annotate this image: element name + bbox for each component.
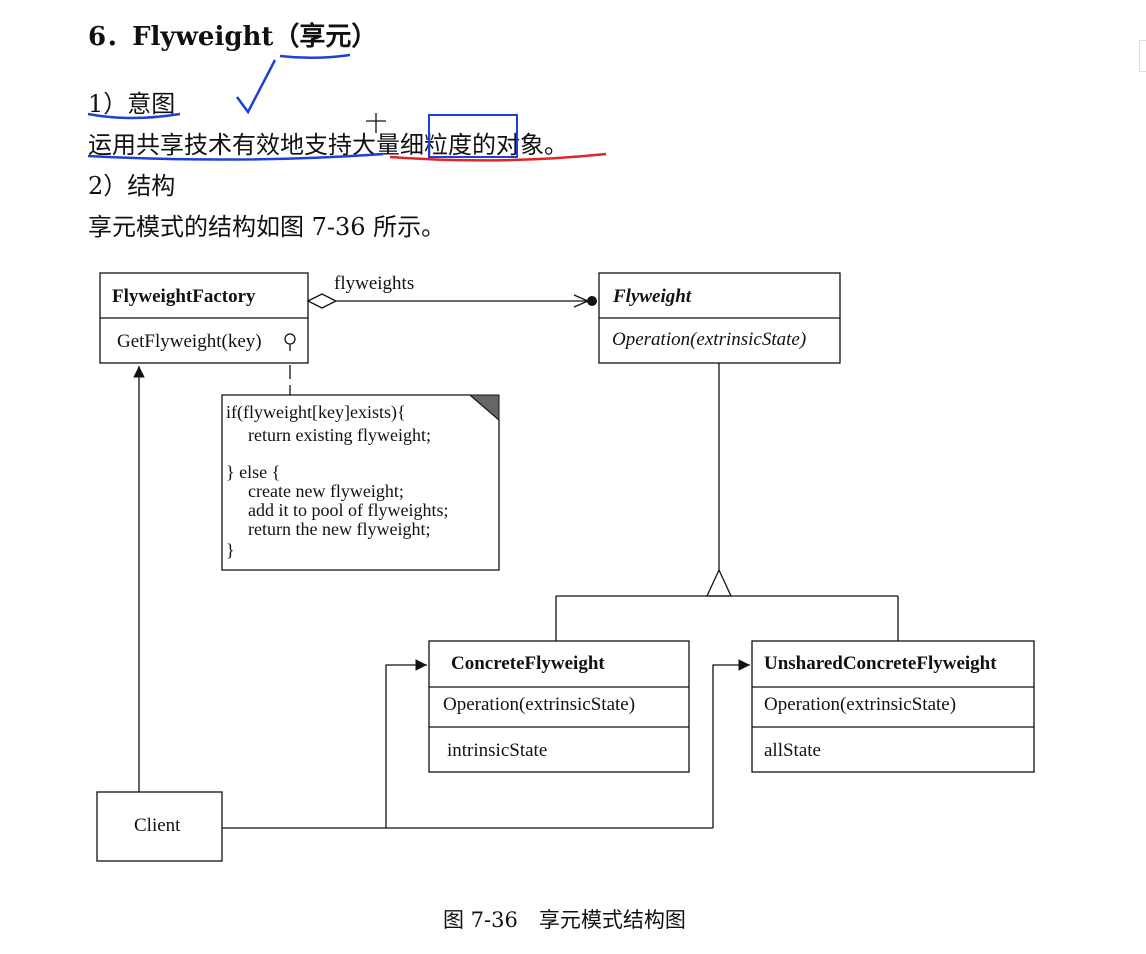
client-associations — [133, 366, 750, 829]
intent-underline-mark — [87, 112, 181, 120]
intent-text: 运用共享技术有效地支持大量细粒度的对象。 — [88, 131, 568, 159]
factory-operation: GetFlyweight(key) — [117, 331, 262, 352]
cursor-crosshair-icon — [366, 113, 386, 133]
generalization-triangle-icon — [705, 568, 733, 597]
note-line: } — [226, 540, 235, 560]
unshared-class-name: UnsharedConcreteFlyweight — [764, 653, 997, 674]
client-name: Client — [134, 815, 181, 836]
check-mark-icon — [235, 59, 277, 115]
factory-class-name: FlyweightFactory — [112, 286, 256, 307]
note-line: return existing flyweight; — [248, 425, 431, 445]
flyweight-operation: Operation(extrinsicState) — [612, 329, 806, 350]
concrete-operation: Operation(extrinsicState) — [443, 694, 635, 715]
flyweights-association: flyweights — [306, 273, 597, 309]
aggregation-diamond-icon — [306, 293, 338, 309]
client-class: Client — [96, 791, 223, 862]
association-label: flyweights — [334, 273, 414, 294]
note-fold-icon — [468, 394, 500, 422]
note-line: return the new flyweight; — [248, 519, 430, 539]
unshared-operation: Operation(extrinsicState) — [764, 694, 956, 715]
factory-note: if(flyweight[key]exists){ return existin… — [221, 365, 500, 571]
handwritten-annotations — [87, 53, 607, 162]
structure-text: 享元模式的结构如图 7-36 所示。 — [88, 213, 446, 241]
intent-title: 1）意图 — [88, 90, 176, 118]
note-line: add it to pool of flyweights; — [248, 500, 448, 520]
concrete-state: intrinsicState — [447, 740, 547, 761]
note-line: if(flyweight[key]exists){ — [226, 402, 406, 423]
heading-underline-mark — [279, 53, 351, 60]
unshared-state: allState — [764, 740, 821, 761]
unshared-concrete-flyweight-class: UnsharedConcreteFlyweight Operation(extr… — [751, 640, 1035, 773]
concrete-flyweight-class: ConcreteFlyweight Operation(extrinsicSta… — [428, 640, 690, 773]
note-line: create new flyweight; — [248, 481, 404, 501]
section-heading: 6．Flyweight（享元） — [88, 22, 378, 52]
association-end-dot — [587, 296, 597, 306]
text-underline-blue — [87, 152, 384, 161]
inheritance-relationship — [555, 363, 899, 641]
figure-caption: 图 7-36 享元模式结构图 — [443, 908, 686, 932]
structure-title: 2）结构 — [88, 172, 176, 200]
concrete-class-name: ConcreteFlyweight — [451, 653, 605, 674]
page-edge-marker — [1139, 40, 1146, 72]
highlight-box-mark — [428, 114, 518, 158]
flyweight-class-name: Flyweight — [612, 286, 692, 307]
note-line: } else { — [226, 462, 280, 482]
flyweight-factory-class: FlyweightFactory GetFlyweight(key) — [99, 272, 309, 364]
flyweight-class: Flyweight Operation(extrinsicState) — [598, 272, 841, 364]
text-underline-red — [389, 152, 607, 162]
